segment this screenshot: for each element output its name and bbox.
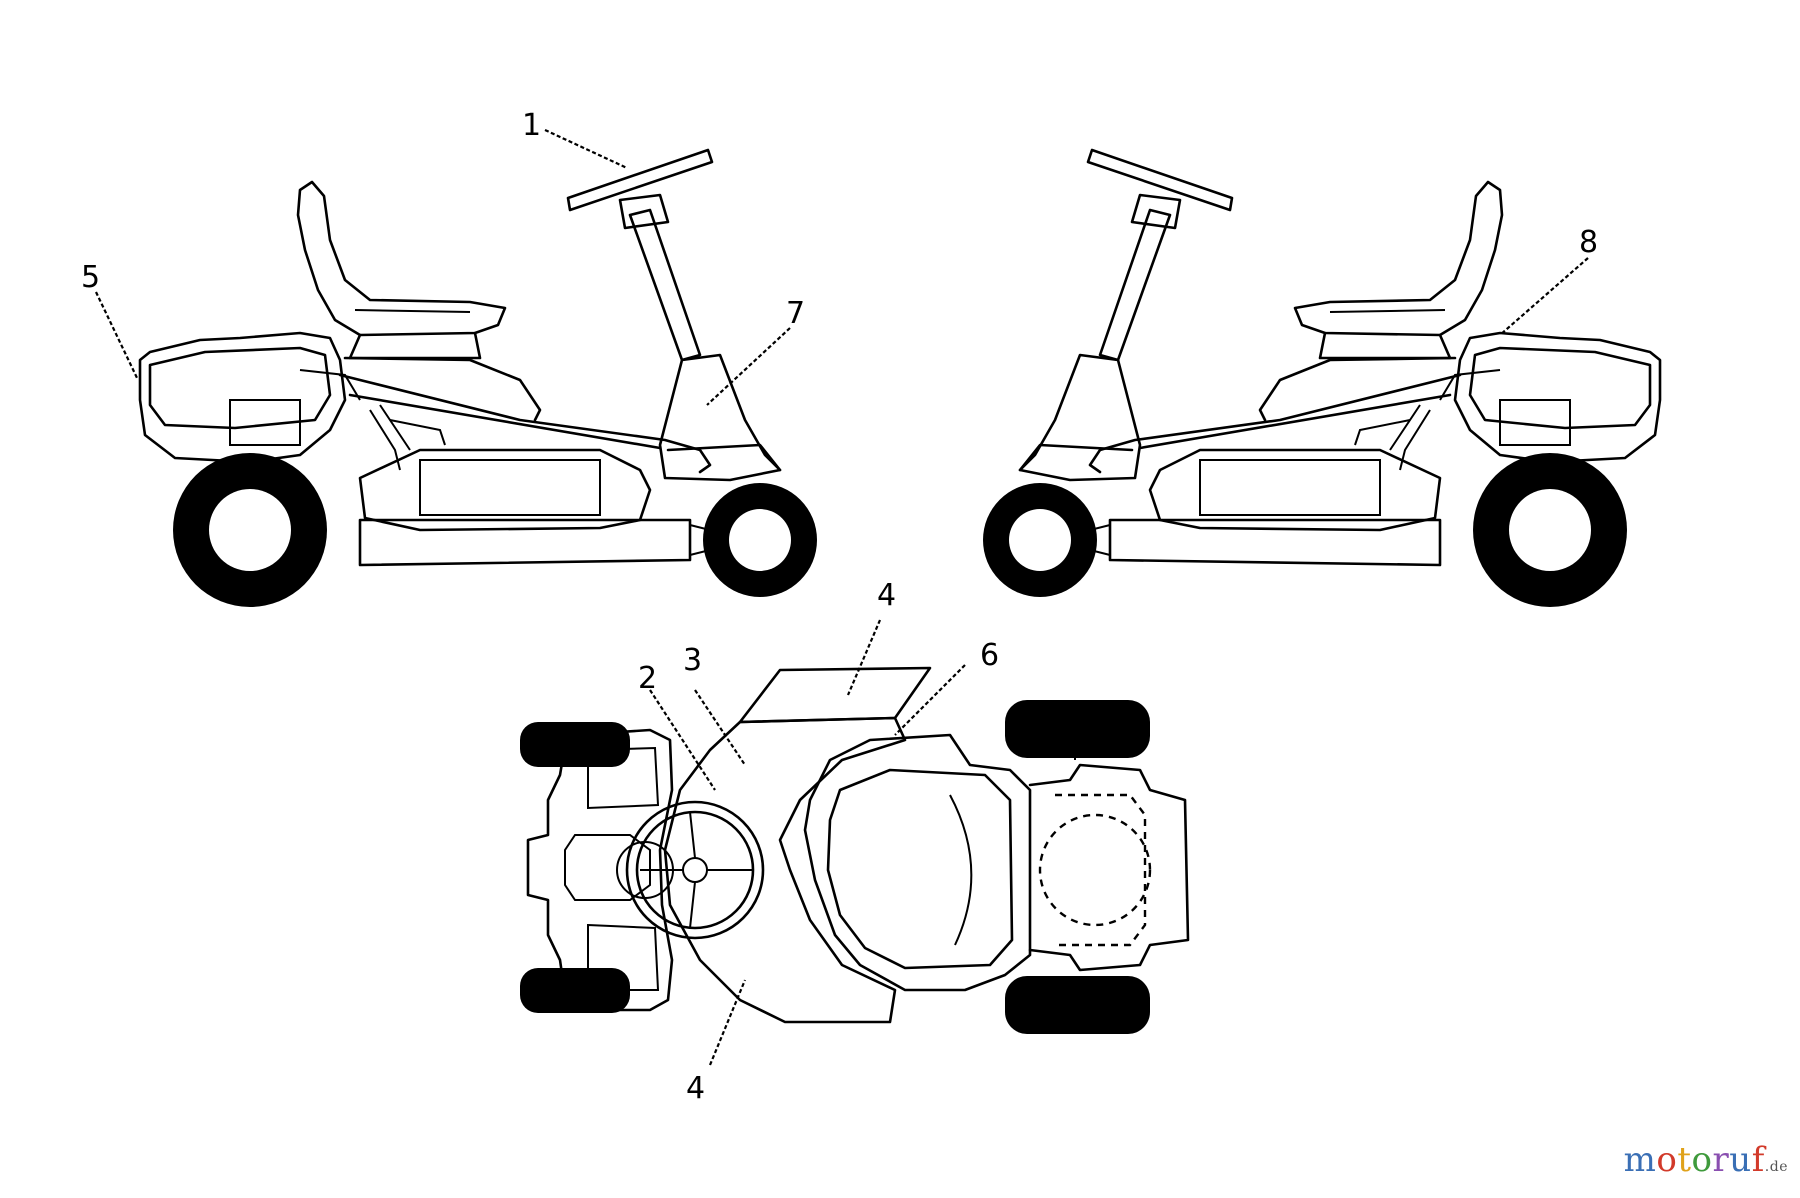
callout-4-bottom: 4 <box>686 1071 705 1106</box>
callout-4-top: 4 <box>877 578 896 613</box>
mower-side-view-right <box>983 148 1662 607</box>
callout-5: 5 <box>81 260 100 295</box>
mower-top-view <box>520 619 1190 1066</box>
callout-6: 6 <box>980 638 999 673</box>
watermark-logo: motoruf.de <box>1623 1140 1788 1180</box>
callout-1: 1 <box>522 108 541 143</box>
leader-8 <box>1499 257 1589 336</box>
callout-2: 2 <box>638 661 657 696</box>
mower-side-view-left <box>95 129 817 607</box>
callout-8: 8 <box>1579 225 1598 260</box>
callout-7: 7 <box>786 296 805 331</box>
callout-3: 3 <box>683 643 702 678</box>
